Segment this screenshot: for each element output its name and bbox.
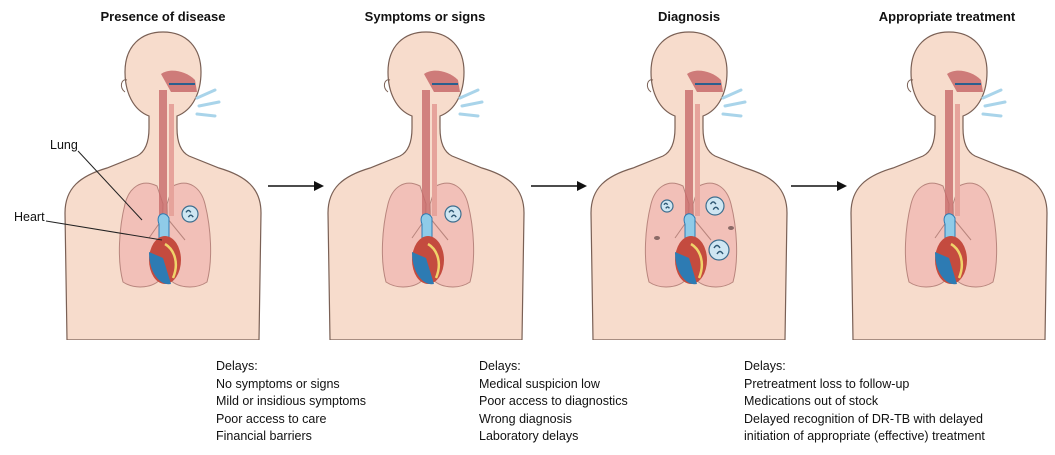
delay-item: Poor access to diagnostics bbox=[479, 393, 628, 411]
stage-title: Diagnosis bbox=[658, 9, 720, 24]
callout-leaders bbox=[0, 0, 200, 260]
trachea bbox=[685, 90, 693, 218]
delay-heading: Delays: bbox=[744, 358, 985, 376]
tb-lesion-icon bbox=[709, 240, 729, 260]
body-figure bbox=[831, 28, 1055, 340]
delay-block: Delays: No symptoms or signs Mild or ins… bbox=[216, 358, 366, 446]
delay-item: Laboratory delays bbox=[479, 428, 628, 446]
arrow-right-icon bbox=[266, 176, 326, 196]
arrow-right-icon bbox=[529, 176, 589, 196]
delay-item: Mild or insidious symptoms bbox=[216, 393, 366, 411]
trachea bbox=[945, 90, 953, 218]
body-figure bbox=[308, 28, 544, 340]
delay-list: Medical suspicion low Poor access to dia… bbox=[479, 376, 628, 446]
body-figure bbox=[571, 28, 807, 340]
tb-lesion-icon bbox=[661, 200, 673, 212]
arrow-right-icon bbox=[789, 176, 849, 196]
delay-item: initiation of appropriate (effective) tr… bbox=[744, 428, 985, 446]
tb-lesion-icon bbox=[445, 206, 461, 222]
delay-item: Wrong diagnosis bbox=[479, 411, 628, 429]
stage-title: Symptoms or signs bbox=[365, 9, 486, 24]
delay-heading: Delays: bbox=[479, 358, 628, 376]
delay-item: Medications out of stock bbox=[744, 393, 985, 411]
stage-title: Appropriate treatment bbox=[879, 9, 1016, 24]
delay-block: Delays: Medical suspicion low Poor acces… bbox=[479, 358, 628, 446]
delay-item: Pretreatment loss to follow-up bbox=[744, 376, 985, 394]
delay-heading: Delays: bbox=[216, 358, 366, 376]
delay-item: Medical suspicion low bbox=[479, 376, 628, 394]
delay-item: Financial barriers bbox=[216, 428, 366, 446]
delay-item: Poor access to care bbox=[216, 411, 366, 429]
delay-item: Delayed recognition of DR-TB with delaye… bbox=[744, 411, 985, 429]
tb-lesion-icon bbox=[706, 197, 724, 215]
delay-list: No symptoms or signs Mild or insidious s… bbox=[216, 376, 366, 446]
delay-list: Pretreatment loss to follow-up Medicatio… bbox=[744, 376, 985, 446]
delay-item: No symptoms or signs bbox=[216, 376, 366, 394]
delay-block: Delays: Pretreatment loss to follow-up M… bbox=[744, 358, 985, 446]
trachea bbox=[422, 90, 430, 218]
